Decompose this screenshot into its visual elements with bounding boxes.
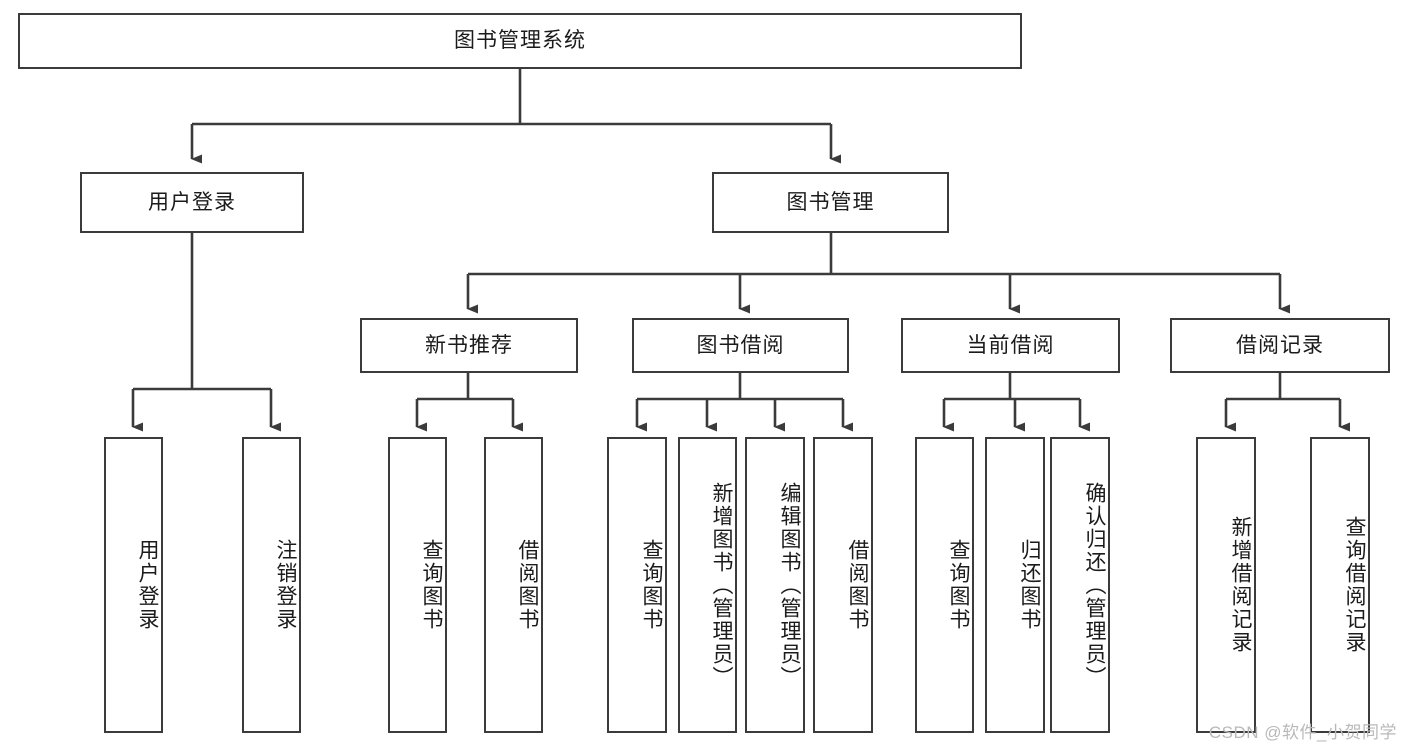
leaf-record-add-borrow-record[interactable]: 新增借阅记录 xyxy=(1196,437,1256,733)
leaf-borrow-borrow-book[interactable]: 借阅图书 xyxy=(813,437,873,733)
node-label: 新书推荐 xyxy=(425,333,513,357)
leaf-new-book-query[interactable]: 查询图书 xyxy=(388,437,447,733)
node-new-book-recommend[interactable]: 新书推荐 xyxy=(360,318,578,373)
node-label: 查询图书 xyxy=(640,539,663,631)
node-label: 借阅图书 xyxy=(516,539,539,631)
node-label: 编辑图书（管理员） xyxy=(778,481,801,689)
leaf-user-login-login[interactable]: 用户登录 xyxy=(104,437,163,733)
leaf-borrow-add-book-admin[interactable]: 新增图书（管理员） xyxy=(678,437,737,733)
node-root-system[interactable]: 图书管理系统 xyxy=(18,13,1022,69)
node-current-borrow[interactable]: 当前借阅 xyxy=(901,318,1120,373)
node-book-management[interactable]: 图书管理 xyxy=(712,172,949,233)
leaf-new-book-borrow[interactable]: 借阅图书 xyxy=(484,437,543,733)
leaf-borrow-query-book[interactable]: 查询图书 xyxy=(607,437,667,733)
node-user-login[interactable]: 用户登录 xyxy=(80,172,304,233)
node-book-borrow[interactable]: 图书借阅 xyxy=(632,318,849,373)
node-label: 新增借阅记录 xyxy=(1229,516,1252,654)
leaf-record-query-borrow-record[interactable]: 查询借阅记录 xyxy=(1310,437,1370,733)
node-label: 查询图书 xyxy=(420,539,443,631)
node-label: 借阅图书 xyxy=(846,539,869,631)
leaf-borrow-edit-book-admin[interactable]: 编辑图书（管理员） xyxy=(745,437,805,733)
node-borrow-record[interactable]: 借阅记录 xyxy=(1170,318,1390,373)
node-label: 新增图书（管理员） xyxy=(710,481,733,689)
leaf-user-login-logout[interactable]: 注销登录 xyxy=(242,437,301,733)
node-label: 图书管理系统 xyxy=(454,29,586,53)
node-label: 用户登录 xyxy=(148,190,236,214)
node-label: 注销登录 xyxy=(274,539,297,631)
node-label: 用户登录 xyxy=(136,539,159,631)
node-label: 归还图书 xyxy=(1018,539,1041,631)
node-label: 当前借阅 xyxy=(966,333,1055,357)
node-label: 查询图书 xyxy=(947,539,970,631)
leaf-current-confirm-return-admin[interactable]: 确认归还（管理员） xyxy=(1050,437,1110,733)
watermark-text: CSDN @软件_小贺同学 xyxy=(1208,723,1397,742)
node-label: 图书管理 xyxy=(786,190,875,214)
node-label: 图书借阅 xyxy=(696,333,785,357)
node-label: 借阅记录 xyxy=(1236,333,1324,357)
node-label: 确认归还（管理员） xyxy=(1083,481,1106,689)
leaf-current-return-book[interactable]: 归还图书 xyxy=(985,437,1045,733)
leaf-current-query-book[interactable]: 查询图书 xyxy=(915,437,974,733)
node-label: 查询借阅记录 xyxy=(1343,516,1366,654)
